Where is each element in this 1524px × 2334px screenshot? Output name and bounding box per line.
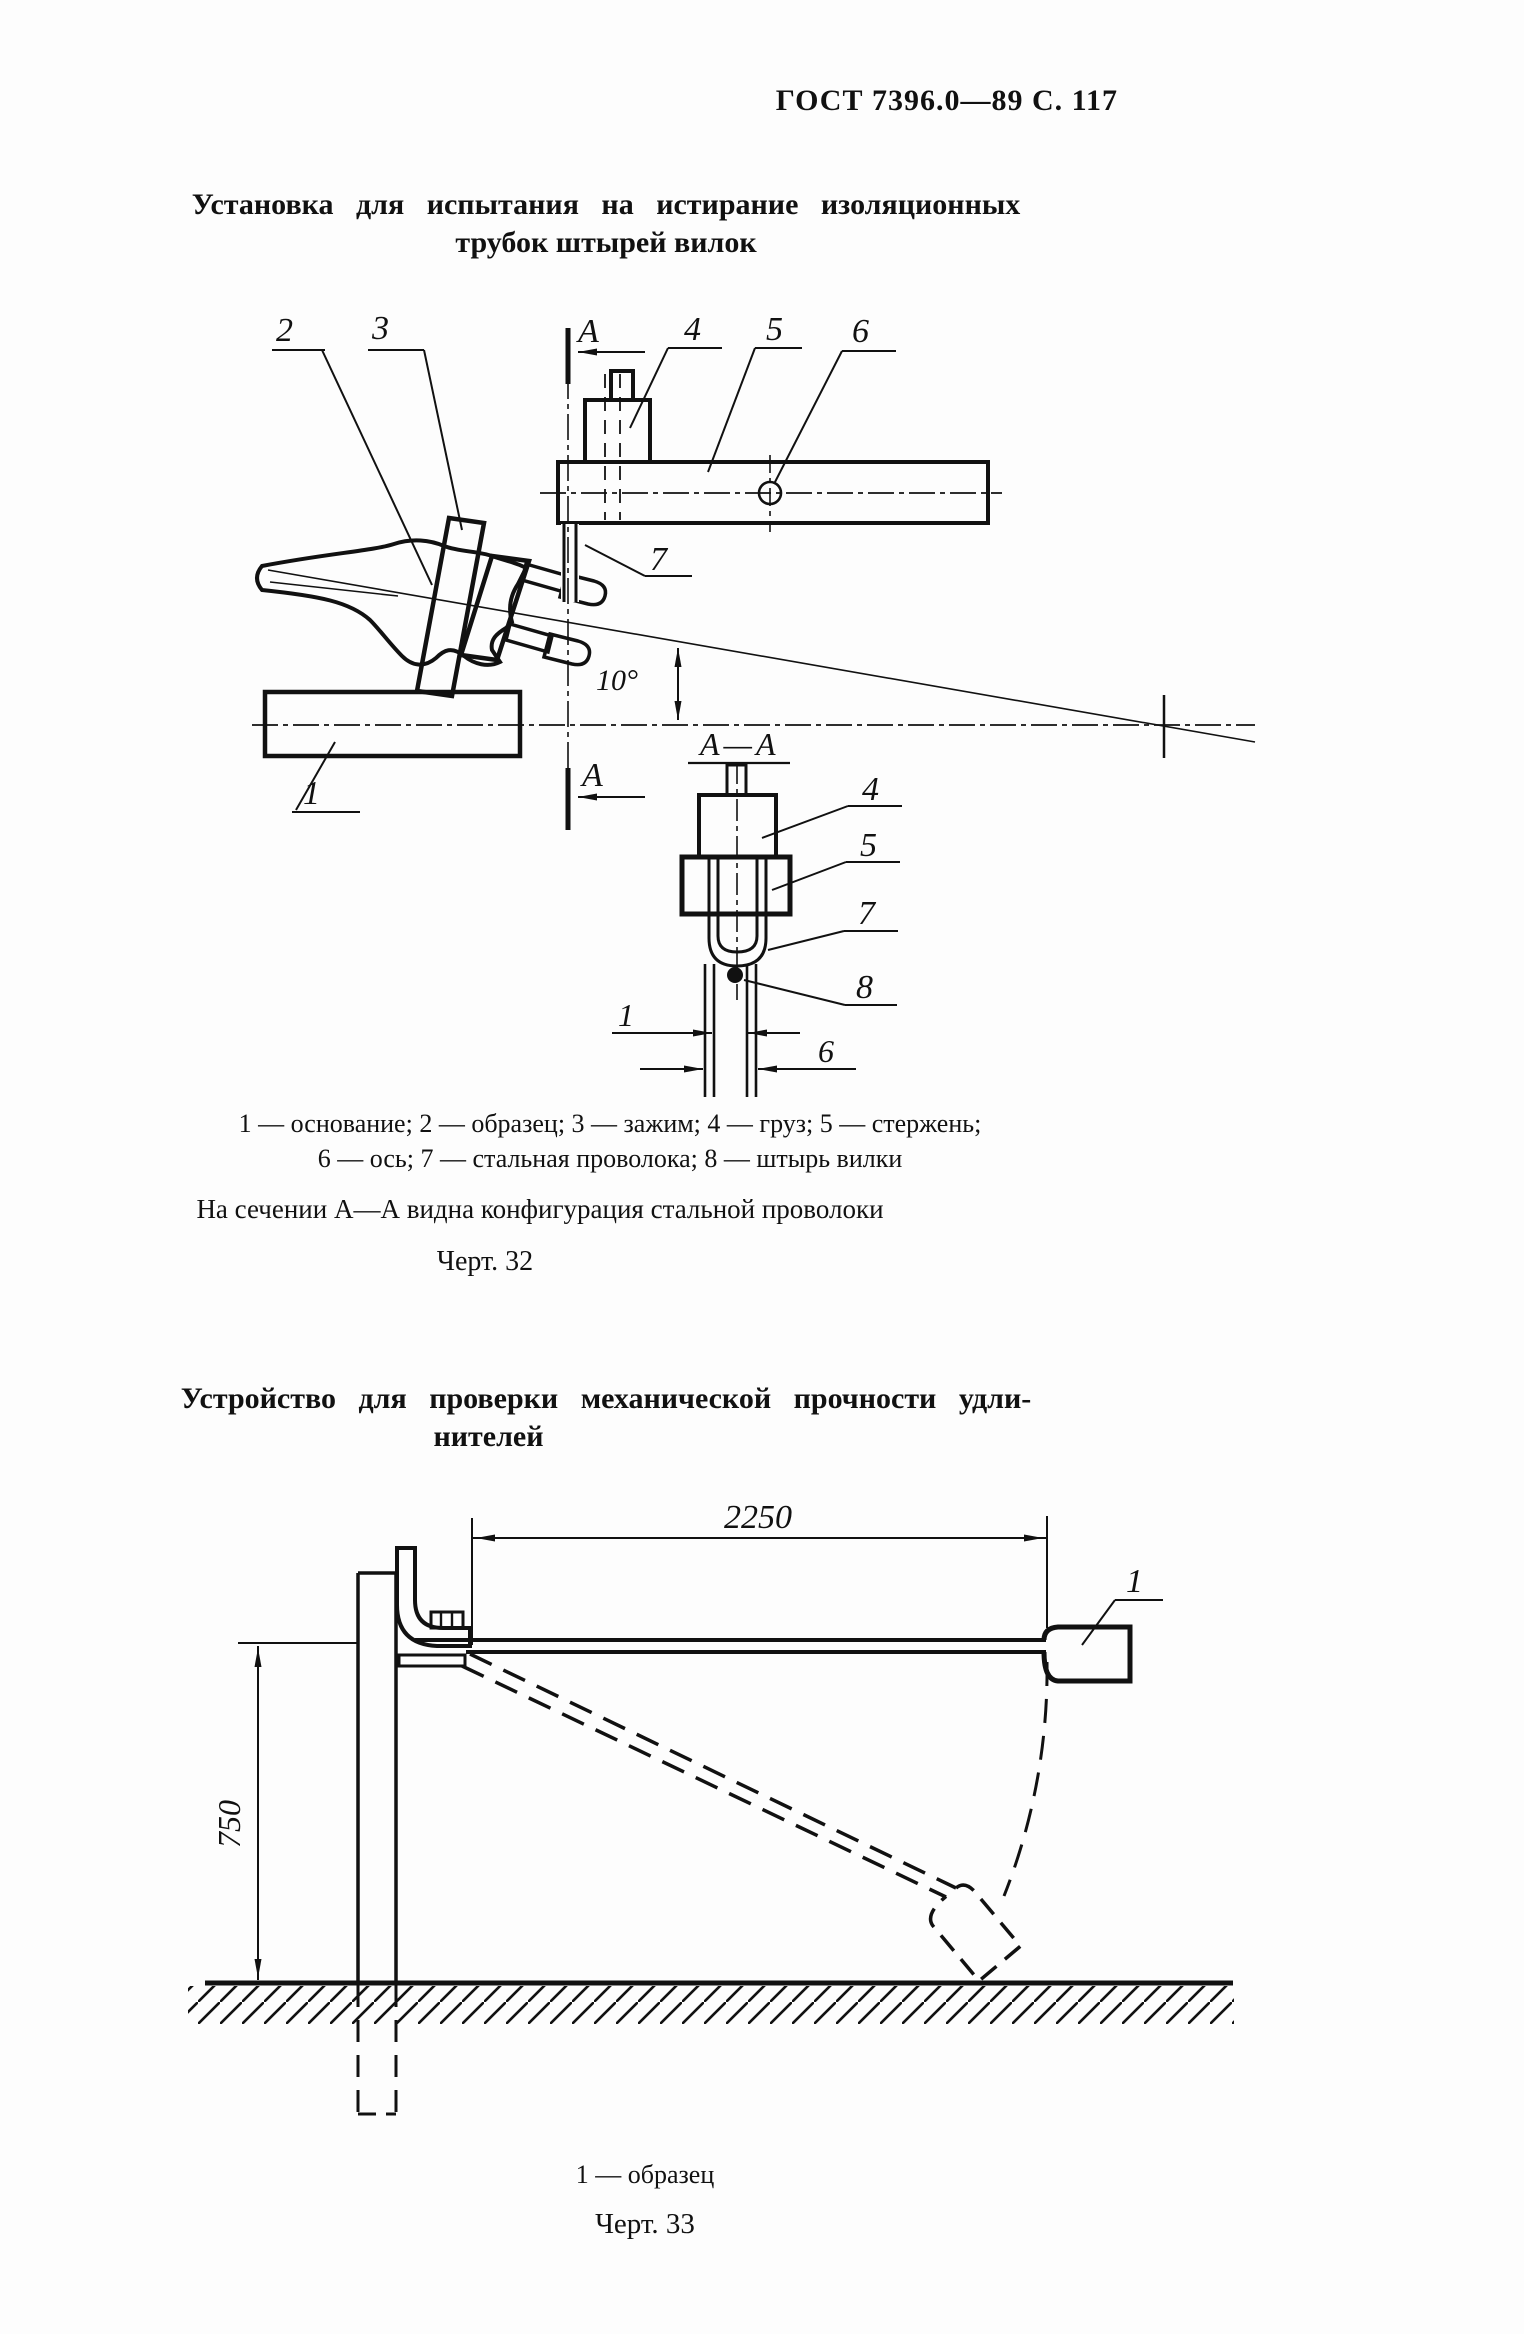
clamp bbox=[414, 515, 532, 699]
figure-32-title-line2: трубок штырей вилок bbox=[455, 226, 757, 259]
section-pin bbox=[703, 964, 758, 1097]
figure-32-drawing: А А 10° 2 3 4 5 bbox=[252, 310, 1256, 1097]
section-letter-bottom: А bbox=[580, 757, 603, 794]
specimen-cord bbox=[415, 1638, 1046, 1654]
svg-text:5: 5 bbox=[766, 311, 783, 348]
figure-33-title-line1: Устройство для проверки механической про… bbox=[180, 1382, 1032, 1415]
figure-33-caption: Черт. 33 bbox=[595, 2208, 695, 2240]
angle-annotation: 10° bbox=[596, 648, 682, 720]
figure-33-title: Устройство для проверки механической про… bbox=[150, 1380, 1062, 1456]
figure-33-callout-1: 1 bbox=[1081, 1563, 1163, 1646]
section-stem bbox=[725, 763, 748, 796]
weight bbox=[583, 369, 652, 520]
svg-text:4: 4 bbox=[684, 311, 701, 348]
section-line: А А bbox=[565, 313, 645, 830]
section-callout-5: 5 bbox=[771, 827, 900, 891]
wire-contact-point bbox=[727, 967, 743, 983]
section-callout-8: 8 bbox=[743, 969, 897, 1006]
svg-text:1: 1 bbox=[1126, 1563, 1143, 1600]
ground bbox=[188, 1980, 1234, 2024]
figure-32-legend: 1 — основание; 2 — образец; 3 — зажим; 4… bbox=[150, 1106, 1070, 1176]
section-view: А—А 4 bbox=[612, 726, 902, 1097]
lever-bar bbox=[540, 460, 1002, 525]
figure-32-note: На сечении А—А видна конфигурация стальн… bbox=[196, 1194, 884, 1224]
figure-32-title-line1: Установка для испытания на истирание изо… bbox=[191, 188, 1021, 221]
svg-text:5: 5 bbox=[860, 827, 877, 864]
section-callout-7: 7 bbox=[767, 895, 898, 951]
svg-text:1: 1 bbox=[618, 997, 634, 1033]
length-value: 2250 bbox=[724, 1499, 792, 1536]
dropped-plug-dashed bbox=[928, 1883, 1023, 1984]
axle-hole bbox=[757, 455, 783, 532]
figure-32-caption: Черт. 32 bbox=[436, 1246, 534, 1277]
svg-text:6: 6 bbox=[818, 1033, 834, 1069]
svg-text:1: 1 bbox=[303, 775, 320, 812]
height-value: 750 bbox=[211, 1800, 247, 1848]
svg-text:3: 3 bbox=[371, 310, 389, 347]
figure-33-drawing: 2250 750 1 bbox=[188, 1499, 1234, 2116]
svg-text:8: 8 bbox=[856, 969, 873, 1006]
plug-specimen bbox=[255, 538, 529, 667]
dimension-height: 750 bbox=[211, 1642, 358, 1980]
swing-arc-dashed bbox=[1002, 1661, 1049, 1897]
svg-text:7: 7 bbox=[858, 895, 877, 932]
callout-1: 1 bbox=[292, 741, 360, 813]
figure-33-title-line2: нителей bbox=[433, 1420, 544, 1453]
callout-3: 3 bbox=[368, 310, 463, 531]
callout-4: 4 bbox=[629, 311, 722, 429]
dimension-wire-diameter: 1 bbox=[612, 997, 800, 1037]
section-view-title: А—А bbox=[698, 726, 780, 762]
section-wire-loop bbox=[707, 855, 768, 968]
dimension-length: 2250 bbox=[471, 1499, 1048, 1645]
dropped-cord-dashed bbox=[461, 1652, 957, 1899]
figure-33-legend: 1 — образец bbox=[575, 2160, 715, 2189]
section-rod bbox=[679, 854, 793, 917]
figure-32-legend-line1: 1 — основание; 2 — образец; 3 — зажим; 4… bbox=[238, 1109, 982, 1138]
figure-32-legend-line2: 6 — ось; 7 — стальная проволока; 8 — шты… bbox=[317, 1144, 903, 1173]
section-letter-top: А bbox=[576, 313, 599, 350]
specimen-plug bbox=[1041, 1624, 1133, 1684]
figure-32-title: Установка для испытания на истирание изо… bbox=[150, 186, 1062, 262]
svg-text:7: 7 bbox=[650, 541, 669, 578]
svg-text:4: 4 bbox=[862, 771, 879, 808]
page-header: ГОСТ 7396.0—89 С. 117 bbox=[775, 84, 1118, 117]
support-post bbox=[356, 1571, 398, 2116]
base-bar bbox=[262, 689, 523, 759]
svg-text:6: 6 bbox=[852, 313, 869, 350]
callout-6: 6 bbox=[773, 313, 896, 485]
callout-7: 7 bbox=[584, 541, 692, 578]
dimension-pin-width: 6 bbox=[640, 1033, 856, 1073]
angle-value: 10° bbox=[596, 664, 638, 697]
clamp-bracket bbox=[395, 1546, 472, 1668]
callout-2: 2 bbox=[272, 312, 433, 586]
svg-text:2: 2 bbox=[276, 312, 293, 349]
callout-5: 5 bbox=[707, 311, 802, 473]
steel-wire bbox=[561, 524, 579, 602]
section-callout-4: 4 bbox=[761, 771, 902, 839]
